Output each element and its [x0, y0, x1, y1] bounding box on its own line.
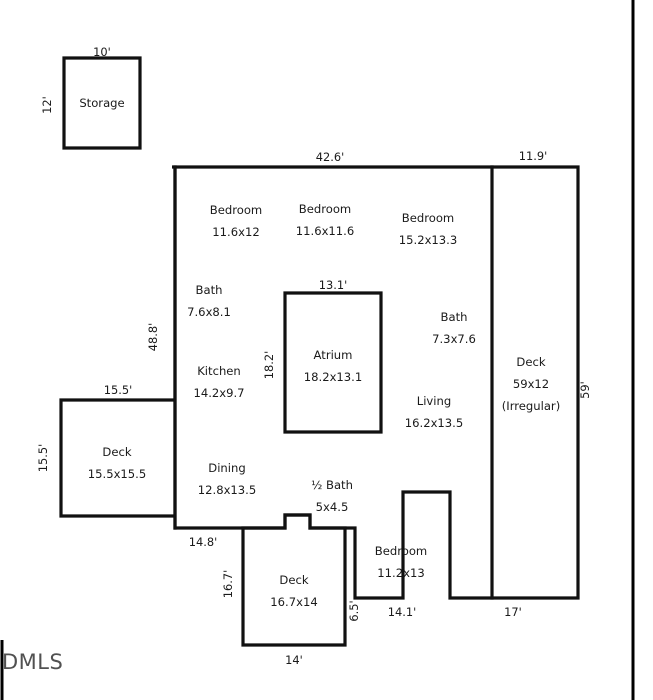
- room-label-living: Living 16.2x13.5: [405, 394, 464, 430]
- room-dims: 7.3x7.6: [432, 332, 476, 346]
- room-name: Bedroom: [299, 202, 351, 216]
- room-dims: 5x4.5: [316, 500, 349, 514]
- dim-atrium-width: 13.1': [319, 278, 348, 292]
- dim-bedroom4-bottom: 14.1': [388, 605, 417, 619]
- room-label-atrium: Atrium 18.2x13.1: [304, 348, 363, 384]
- room-label-bedroom-2: Bedroom 11.6x11.6: [296, 202, 355, 238]
- room-name: Bath: [196, 283, 223, 297]
- room-name: Deck: [102, 445, 131, 459]
- room-dims: 15.2x13.3: [399, 233, 458, 247]
- room-name: Deck: [279, 573, 308, 587]
- room-name: Dining: [208, 461, 245, 475]
- room-name: Bedroom: [402, 211, 454, 225]
- room-name: ½ Bath: [311, 478, 353, 492]
- watermark-dmls: DMLS: [2, 650, 64, 674]
- room-name: Atrium: [314, 348, 353, 362]
- dim-deck-right-top: 11.9': [519, 149, 548, 163]
- room-dims: 7.6x8.1: [187, 305, 231, 319]
- dim-deck-bottom-right: 6.5': [347, 600, 361, 621]
- room-name: Living: [417, 394, 451, 408]
- room-label-bedroom-3: Bedroom 15.2x13.3: [399, 211, 458, 247]
- dim-dining-bottom: 14.8': [189, 535, 218, 549]
- room-note: (Irregular): [502, 399, 560, 413]
- room-dims: 16.7x14: [270, 595, 317, 609]
- dim-deck-left-side: 15.5': [36, 444, 50, 473]
- room-dims: 11.2x13: [377, 566, 424, 580]
- dim-storage-width: 10': [93, 45, 111, 59]
- room-name: Kitchen: [197, 364, 241, 378]
- room-label-bath-2: Bath 7.3x7.6: [432, 310, 476, 346]
- room-dims: 59x12: [513, 377, 549, 391]
- room-dims: 11.6x12: [212, 225, 259, 239]
- room-label-bedroom-4: Bedroom 11.2x13: [375, 544, 427, 580]
- room-dims: 18.2x13.1: [304, 370, 363, 384]
- room-label-deck-left: Deck 15.5x15.5: [88, 445, 147, 481]
- room-dims: 12.8x13.5: [198, 483, 257, 497]
- bottom-deck-outline: [241, 513, 347, 647]
- room-label-storage: Storage: [79, 96, 124, 110]
- dim-deck-bottom-side: 16.7': [221, 570, 235, 599]
- dimension-labels-group: 10' 12' 42.6' 11.9' 48.8' 13.1' 18.2' 59…: [36, 45, 592, 667]
- dim-deck-left-top: 15.5': [104, 383, 133, 397]
- atrium-outline: [283, 291, 383, 434]
- room-label-kitchen: Kitchen 14.2x9.7: [193, 364, 244, 400]
- dim-deck-right-height: 59': [578, 381, 592, 399]
- room-label-deck-right: Deck 59x12 (Irregular): [502, 355, 560, 413]
- dim-storage-height: 12': [40, 96, 54, 114]
- room-name: Deck: [516, 355, 545, 369]
- room-dims: 16.2x13.5: [405, 416, 464, 430]
- room-label-bath-1: Bath 7.6x8.1: [187, 283, 231, 319]
- dim-deck-bottom-width: 14': [285, 653, 303, 667]
- room-name: Bath: [441, 310, 468, 324]
- room-dims: 11.6x11.6: [296, 224, 355, 238]
- room-label-half-bath: ½ Bath 5x4.5: [311, 478, 353, 514]
- room-label-bedroom-1: Bedroom 11.6x12: [210, 203, 262, 239]
- dim-atrium-height: 18.2': [262, 351, 276, 380]
- dim-main-top-width: 42.6': [316, 150, 345, 164]
- storage-room-outline: [62, 56, 142, 150]
- dim-house-left-height: 48.8': [146, 323, 160, 352]
- room-name: Bedroom: [375, 544, 427, 558]
- room-labels-group: Storage Bedroom 11.6x12 Bedroom 11.6x11.…: [79, 96, 560, 609]
- dim-deck-right-bottom: 17': [504, 605, 522, 619]
- room-name: Bedroom: [210, 203, 262, 217]
- room-dims: 15.5x15.5: [88, 467, 147, 481]
- room-label-deck-bottom: Deck 16.7x14: [270, 573, 317, 609]
- room-dims: 14.2x9.7: [193, 386, 244, 400]
- room-label-dining: Dining 12.8x13.5: [198, 461, 257, 497]
